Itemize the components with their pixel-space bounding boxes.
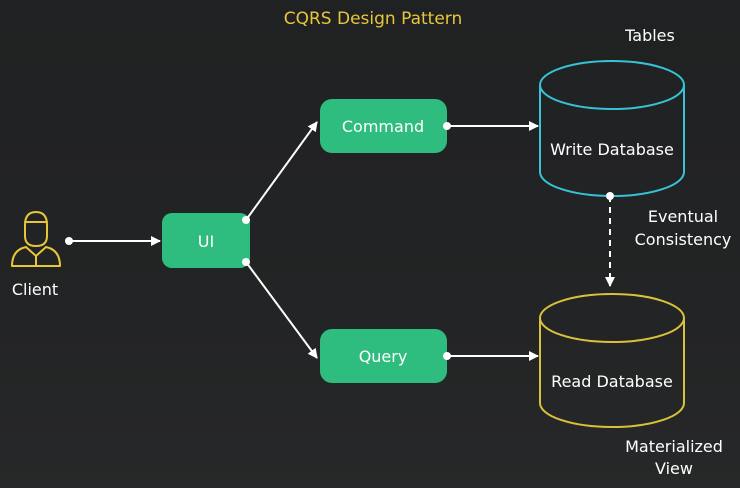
ui-to-command-arrow [242, 121, 318, 224]
read-db-label: Read Database [551, 372, 673, 391]
ui-node-label: UI [198, 232, 214, 251]
command-to-write-db-arrow [443, 121, 539, 131]
read-database-icon [539, 293, 685, 428]
query-to-read-db-arrow [443, 351, 539, 361]
client-label: Client [12, 280, 58, 299]
sync-arrow [605, 192, 615, 287]
diagram-title: CQRS Design Pattern [284, 9, 463, 29]
write-db-caption: Tables [624, 26, 675, 45]
user-icon [11, 211, 61, 267]
client-to-ui-arrow [65, 236, 161, 246]
write-db-label: Write Database [550, 140, 674, 159]
ui-to-query-arrow [242, 258, 318, 359]
ui-node: UI [162, 213, 250, 268]
query-node-label: Query [359, 347, 408, 366]
write-database-icon [539, 60, 685, 197]
sync-label-line1: Eventual [648, 207, 718, 226]
command-node: Command [320, 99, 447, 153]
query-node: Query [320, 329, 447, 383]
read-db-caption-line1: Materialized [625, 437, 723, 456]
read-db-caption-line2: View [655, 459, 693, 478]
sync-label-line2: Consistency [635, 230, 732, 249]
command-node-label: Command [342, 117, 424, 136]
